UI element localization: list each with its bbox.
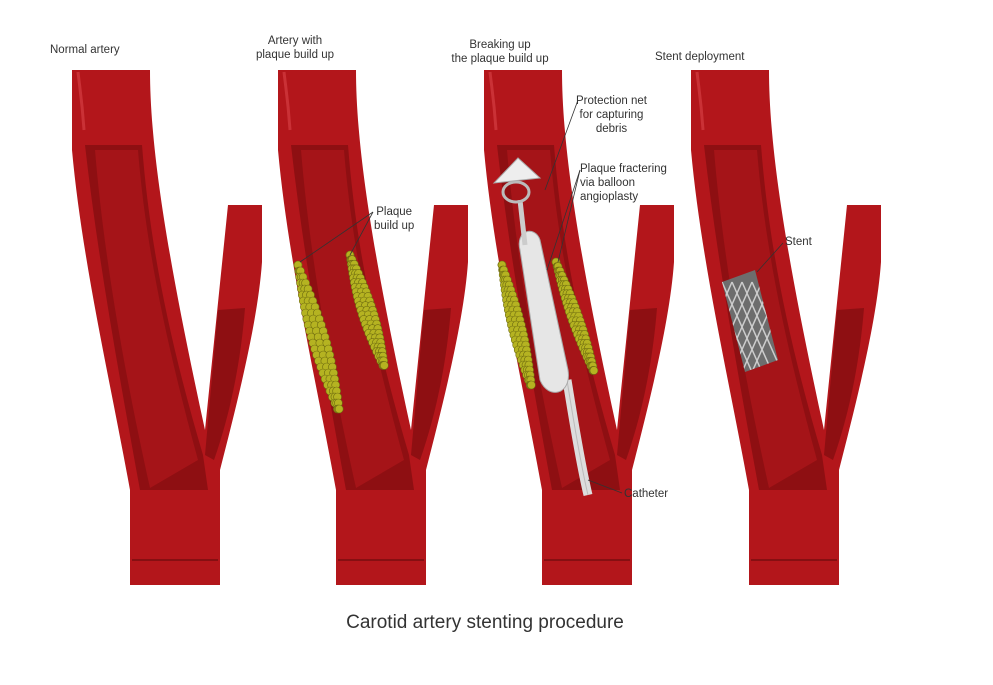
- label-line: debris: [595, 123, 628, 135]
- plaque-particle: [589, 366, 599, 375]
- label-line: Protection net: [576, 95, 647, 107]
- plaque-particle: [527, 380, 536, 390]
- stent-strut: [672, 282, 712, 372]
- leader-lines: [299, 99, 784, 494]
- label-protection-net: Protection net for capturing debris: [576, 94, 647, 136]
- panel-title-plaque: Artery with plaque build up: [240, 34, 350, 62]
- label-line: angioplasty: [580, 191, 639, 203]
- label-stent: Stent: [785, 236, 812, 248]
- panel-title-line: the plaque build up: [451, 53, 549, 65]
- plaque-deposits: [293, 250, 599, 414]
- label-line: Plaque fractering: [580, 163, 667, 175]
- stent-strut: [722, 281, 743, 372]
- label-balloon-angioplasty: Plaque fractering via balloon angioplast…: [580, 162, 667, 204]
- label-line: build up: [374, 220, 415, 232]
- panel-title-line: plaque build up: [255, 49, 334, 61]
- label-line: for capturing: [579, 109, 644, 121]
- stent-strut: [672, 282, 712, 372]
- panel-title-line: Breaking up: [469, 39, 531, 51]
- label-line: Plaque: [376, 206, 413, 218]
- plaque-particle: [334, 404, 344, 414]
- artery-normal: [70, 68, 264, 587]
- panel-title-line: Artery with: [267, 35, 323, 47]
- diagram-caption: Carotid artery stenting procedure: [346, 612, 624, 633]
- label-plaque-build-up: Plaque build up: [374, 205, 414, 233]
- label-line: via balloon: [580, 177, 635, 189]
- balloon-catheter: [492, 157, 593, 497]
- panel-title-stent: Stent deployment: [655, 51, 745, 63]
- plaque-particle: [380, 361, 389, 370]
- panel-title-normal-artery: Normal artery: [50, 44, 120, 56]
- panel-title-breaking: Breaking up the plaque build up: [440, 38, 560, 66]
- label-catheter: Catheter: [624, 488, 669, 500]
- artery-stent: [689, 68, 883, 587]
